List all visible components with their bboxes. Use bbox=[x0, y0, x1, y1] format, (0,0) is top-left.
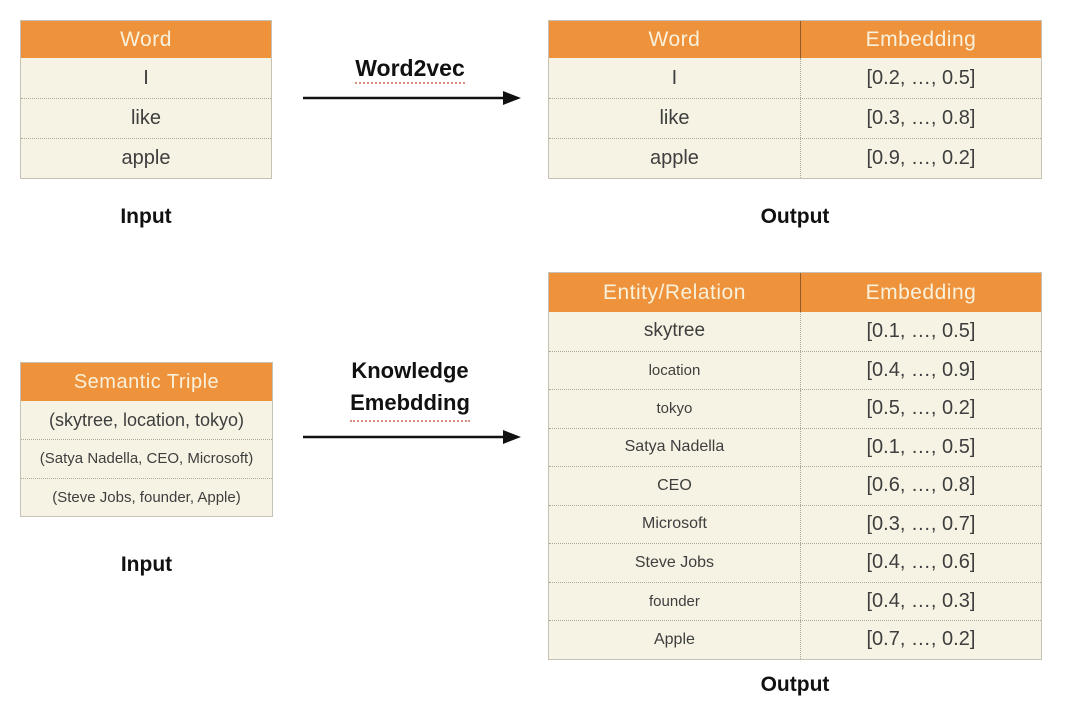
embedding-cell: [0.1, …, 0.5] bbox=[866, 319, 976, 342]
word-embedding-table-header: Word Embedding bbox=[549, 21, 1041, 58]
table-row: tokyo [0.5, …, 0.2] bbox=[549, 389, 1041, 428]
word-cell: apple bbox=[549, 139, 801, 178]
embedding-cell: [0.3, …, 0.8] bbox=[866, 107, 976, 129]
semantic-triple-table-header: Semantic Triple bbox=[21, 363, 272, 401]
word-input-table: Word I like apple bbox=[20, 20, 272, 179]
embedding-cell: [0.6, …, 0.8] bbox=[866, 474, 976, 497]
word-cell: I bbox=[549, 58, 801, 98]
word2vec-process-label-text: Word2vec bbox=[355, 55, 465, 84]
word2vec-input-label: Input bbox=[120, 205, 172, 228]
table-row: apple [0.9, …, 0.2] bbox=[549, 138, 1041, 178]
column-header: Embedding bbox=[865, 280, 977, 304]
table-row: I [0.2, …, 0.5] bbox=[549, 58, 1041, 98]
table-row: skytree [0.1, …, 0.5] bbox=[549, 312, 1041, 351]
embedding-cell: [0.4, …, 0.3] bbox=[866, 589, 976, 612]
word-embedding-table: Word Embedding I [0.2, …, 0.5] like [0.3… bbox=[548, 20, 1042, 179]
column-header: Entity/Relation bbox=[549, 273, 801, 312]
knowledge-embedding-process-label-line2: Emebdding bbox=[350, 387, 470, 422]
entity-cell: location bbox=[549, 351, 801, 389]
embedding-cell: [0.5, …, 0.2] bbox=[866, 397, 976, 420]
knowledge-output-label: Output bbox=[760, 673, 830, 696]
table-row: (Steve Jobs, founder, Apple) bbox=[21, 477, 272, 516]
embedding-cell: [0.3, …, 0.7] bbox=[866, 512, 976, 535]
table-row: (Satya Nadella, CEO, Microsoft) bbox=[21, 439, 272, 477]
table-row: Microsoft [0.3, …, 0.7] bbox=[549, 504, 1041, 543]
embedding-cell: [0.2, …, 0.5] bbox=[866, 66, 976, 89]
word-input-table-header: Word bbox=[21, 21, 271, 58]
embedding-cell: [0.7, …, 0.2] bbox=[866, 628, 976, 651]
word2vec-output-label: Output bbox=[760, 205, 830, 228]
knowledge-embedding-flow-arrow-icon bbox=[303, 430, 521, 444]
word-embedding-table-body: I [0.2, …, 0.5] like [0.3, …, 0.8] apple… bbox=[549, 58, 1041, 178]
knowledge-embedding-process-label-line1: Knowledge bbox=[351, 358, 469, 383]
knowledge-input-label: Input bbox=[120, 553, 173, 576]
entity-relation-embedding-table-body: skytree [0.1, …, 0.5] location [0.4, …, … bbox=[549, 312, 1041, 659]
table-row: apple bbox=[21, 138, 271, 178]
entity-cell: Apple bbox=[549, 621, 801, 659]
entity-cell: Satya Nadella bbox=[549, 428, 801, 466]
column-header: Embedding bbox=[865, 27, 977, 51]
table-row: like bbox=[21, 98, 271, 138]
table-row: location [0.4, …, 0.9] bbox=[549, 350, 1041, 389]
entity-cell: skytree bbox=[549, 312, 801, 351]
entity-relation-embedding-table: Entity/Relation Embedding skytree [0.1, … bbox=[548, 272, 1042, 660]
embedding-cell: [0.4, …, 0.6] bbox=[866, 551, 976, 574]
embedding-cell: [0.4, …, 0.9] bbox=[866, 358, 976, 381]
table-row: CEO [0.6, …, 0.8] bbox=[549, 466, 1041, 505]
table-row: founder [0.4, …, 0.3] bbox=[549, 581, 1041, 620]
word2vec-flow-arrow-icon bbox=[303, 91, 521, 105]
table-row: (skytree, location, tokyo) bbox=[48, 409, 245, 430]
entity-relation-embedding-table-header: Entity/Relation Embedding bbox=[549, 273, 1041, 312]
semantic-triple-table-body: (skytree, location, tokyo) (Satya Nadell… bbox=[21, 401, 272, 516]
embedding-cell: [0.1, …, 0.5] bbox=[866, 435, 976, 458]
word-input-table-body: I like apple bbox=[21, 58, 271, 178]
table-row: like [0.3, …, 0.8] bbox=[549, 98, 1041, 138]
entity-cell: tokyo bbox=[549, 390, 801, 428]
relation-cell: CEO bbox=[549, 467, 801, 505]
table-row: Steve Jobs [0.4, …, 0.6] bbox=[549, 543, 1041, 582]
entity-cell: Microsoft bbox=[549, 505, 801, 543]
embedding-cell: [0.9, …, 0.2] bbox=[866, 147, 976, 169]
table-row: Apple [0.7, …, 0.2] bbox=[549, 620, 1041, 659]
table-row: Satya Nadella [0.1, …, 0.5] bbox=[549, 427, 1041, 466]
table-row: I bbox=[143, 66, 149, 89]
relation-cell: founder bbox=[549, 582, 801, 620]
entity-cell: Steve Jobs bbox=[549, 544, 801, 582]
semantic-triple-table: Semantic Triple (skytree, location, toky… bbox=[20, 362, 273, 517]
knowledge-embedding-process-label: Knowledge Emebdding bbox=[300, 355, 520, 422]
column-header: Word bbox=[549, 21, 801, 58]
word2vec-process-label: Word2vec bbox=[300, 55, 520, 84]
word-cell: like bbox=[549, 99, 801, 138]
